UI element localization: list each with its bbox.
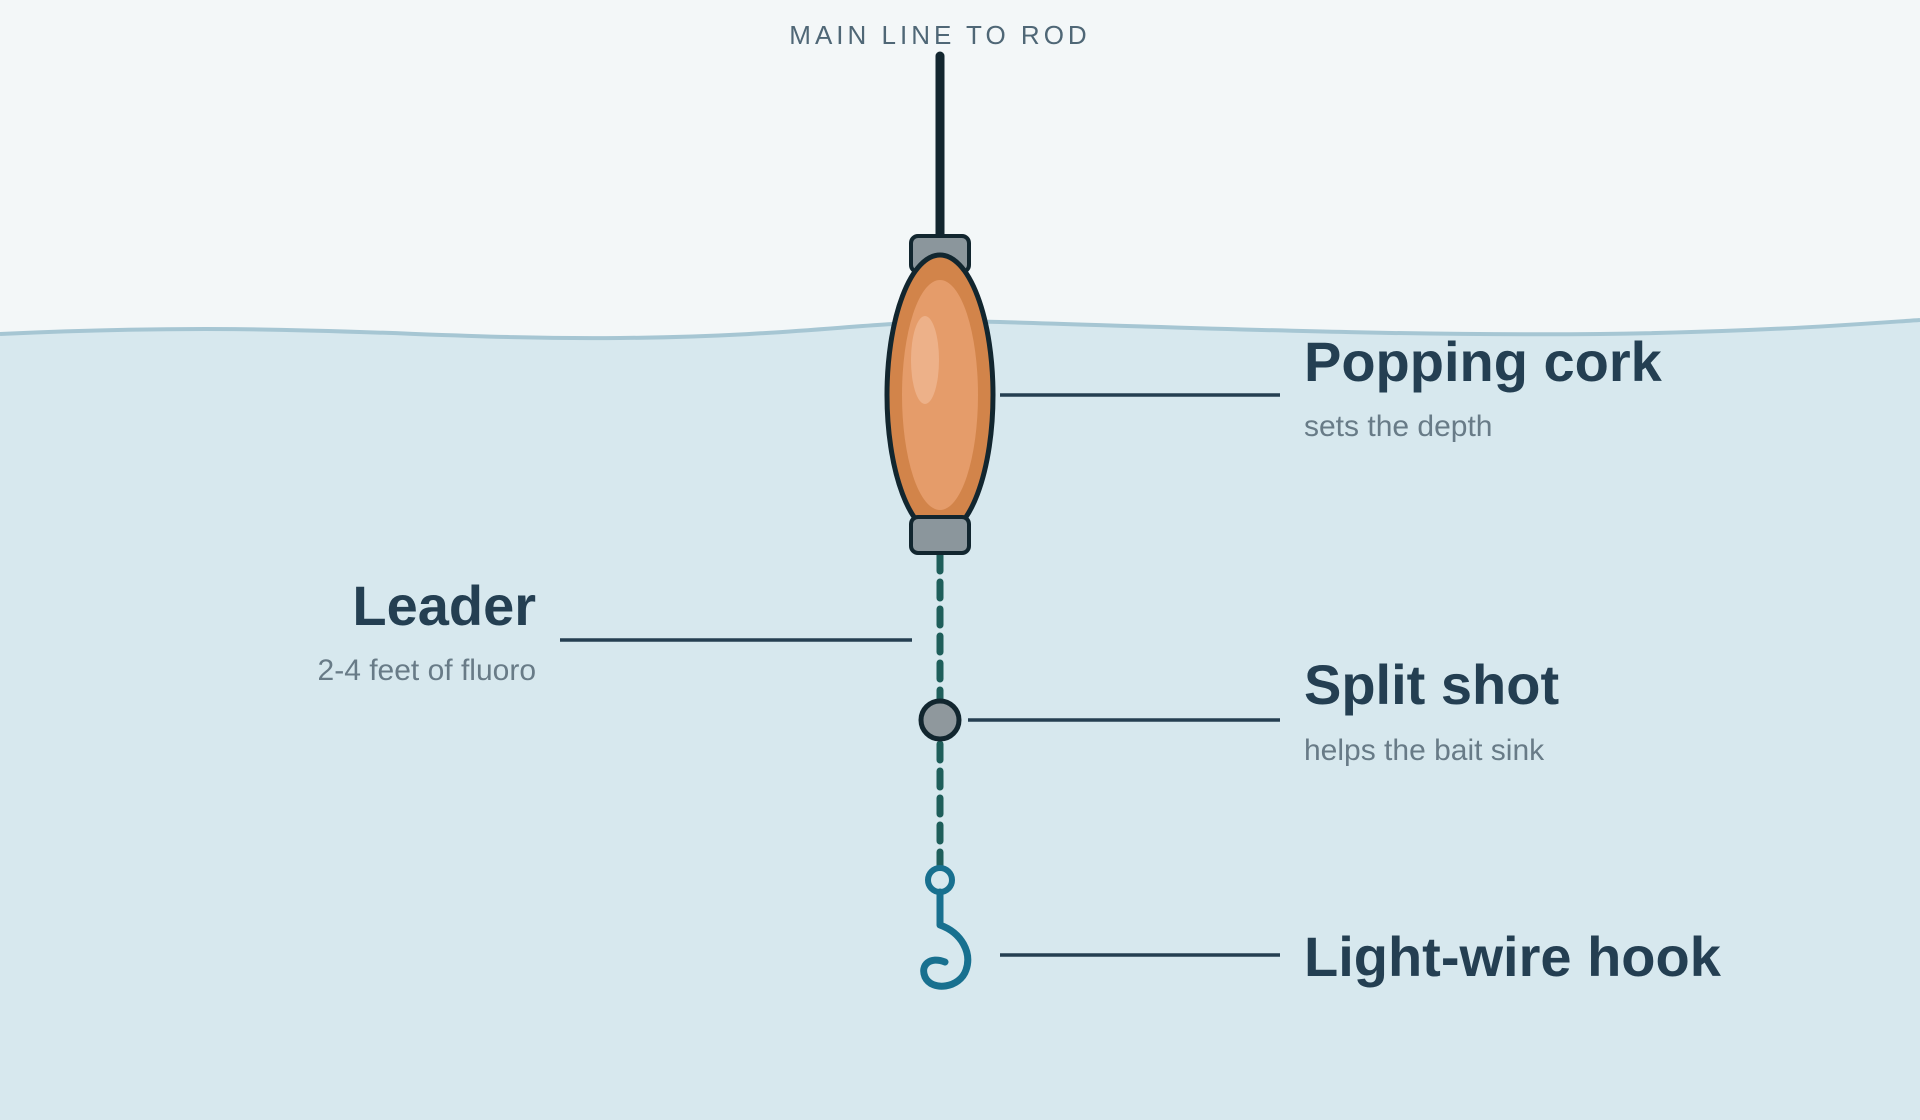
popping-cork-icon (884, 252, 996, 538)
split-shot-callout-title: Split shot (1304, 653, 1559, 716)
main-line-label: MAIN LINE TO ROD (789, 20, 1090, 50)
cork-shine (911, 316, 939, 404)
hook-callout-title: Light-wire hook (1304, 925, 1722, 988)
cork-callout-title: Popping cork (1304, 330, 1663, 393)
cork-bottom-cap (909, 515, 971, 555)
split-shot-callout-subtitle: helps the bait sink (1304, 734, 1545, 767)
hook-shank-and-bend (920, 888, 972, 990)
cork-callout-subtitle: sets the depth (1304, 410, 1492, 443)
hook-icon (920, 865, 972, 990)
split-shot-icon (918, 698, 962, 742)
leader-callout-subtitle: 2-4 feet of fluoro (318, 654, 536, 687)
cork-inner-highlight (902, 280, 978, 510)
leader-callout-title: Leader (352, 574, 536, 637)
hook-eye (925, 865, 955, 895)
water-surface-line (0, 318, 1920, 341)
